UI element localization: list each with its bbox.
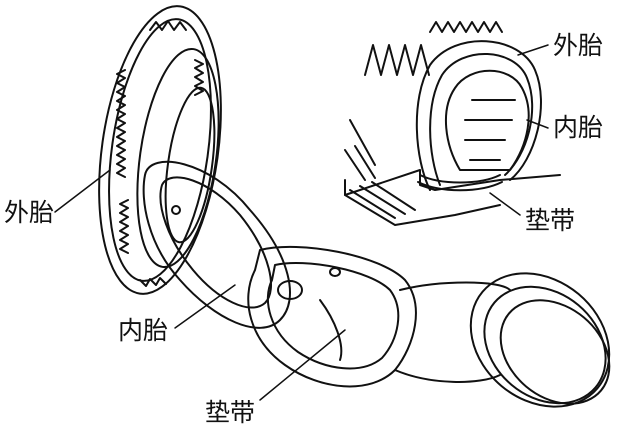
outer-tire-drawing [82,0,237,302]
label-outer-tire-left: 外胎 [4,200,54,225]
rim-strip-drawing [248,246,636,434]
label-rim-strip-left: 垫带 [205,400,255,425]
label-inner-tube-left: 内胎 [118,318,168,343]
label-outer-tire-right: 外胎 [553,33,603,58]
label-inner-tube-right: 内胎 [553,115,603,140]
label-rim-strip-right: 垫带 [525,208,575,233]
